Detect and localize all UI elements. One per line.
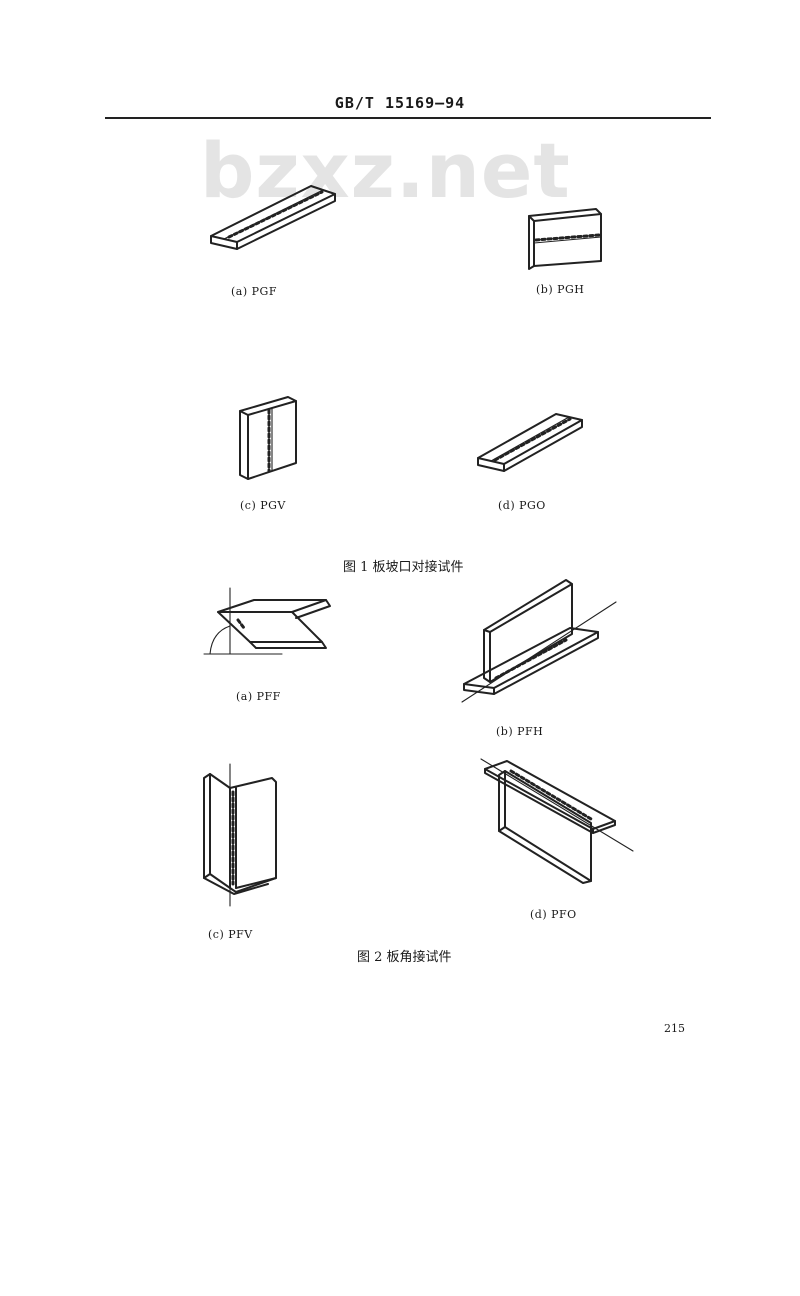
figure-pff (198, 582, 333, 662)
page-number: 215 (664, 1022, 685, 1035)
figure-pgo (474, 410, 589, 472)
header-rule (105, 117, 711, 119)
caption-pfo: (d) PFO (530, 908, 577, 921)
caption-pfh: (b) PFH (496, 725, 544, 738)
caption-pgo: (d) PGO (498, 499, 546, 512)
caption-pgh: (b) PGH (536, 283, 585, 296)
caption-pff: (a) PFF (236, 690, 281, 703)
figure2-title: 图 2 板角接试件 (357, 950, 452, 965)
figure-pfo (477, 755, 637, 885)
figure-pfv (196, 760, 286, 908)
figure-pfh (458, 578, 623, 708)
figure1-title: 图 1 板坡口对接试件 (343, 560, 464, 575)
caption-pfv: (c) PFV (208, 928, 253, 941)
figure-pgf (205, 180, 340, 250)
caption-pgv: (c) PGV (240, 499, 286, 512)
caption-pgf: (a) PGF (231, 285, 277, 298)
standard-header: GB/T 15169—94 (334, 94, 466, 112)
figure-pgv (236, 393, 301, 483)
figure-pgh (526, 204, 606, 272)
watermark: bzxz.net (200, 126, 571, 215)
